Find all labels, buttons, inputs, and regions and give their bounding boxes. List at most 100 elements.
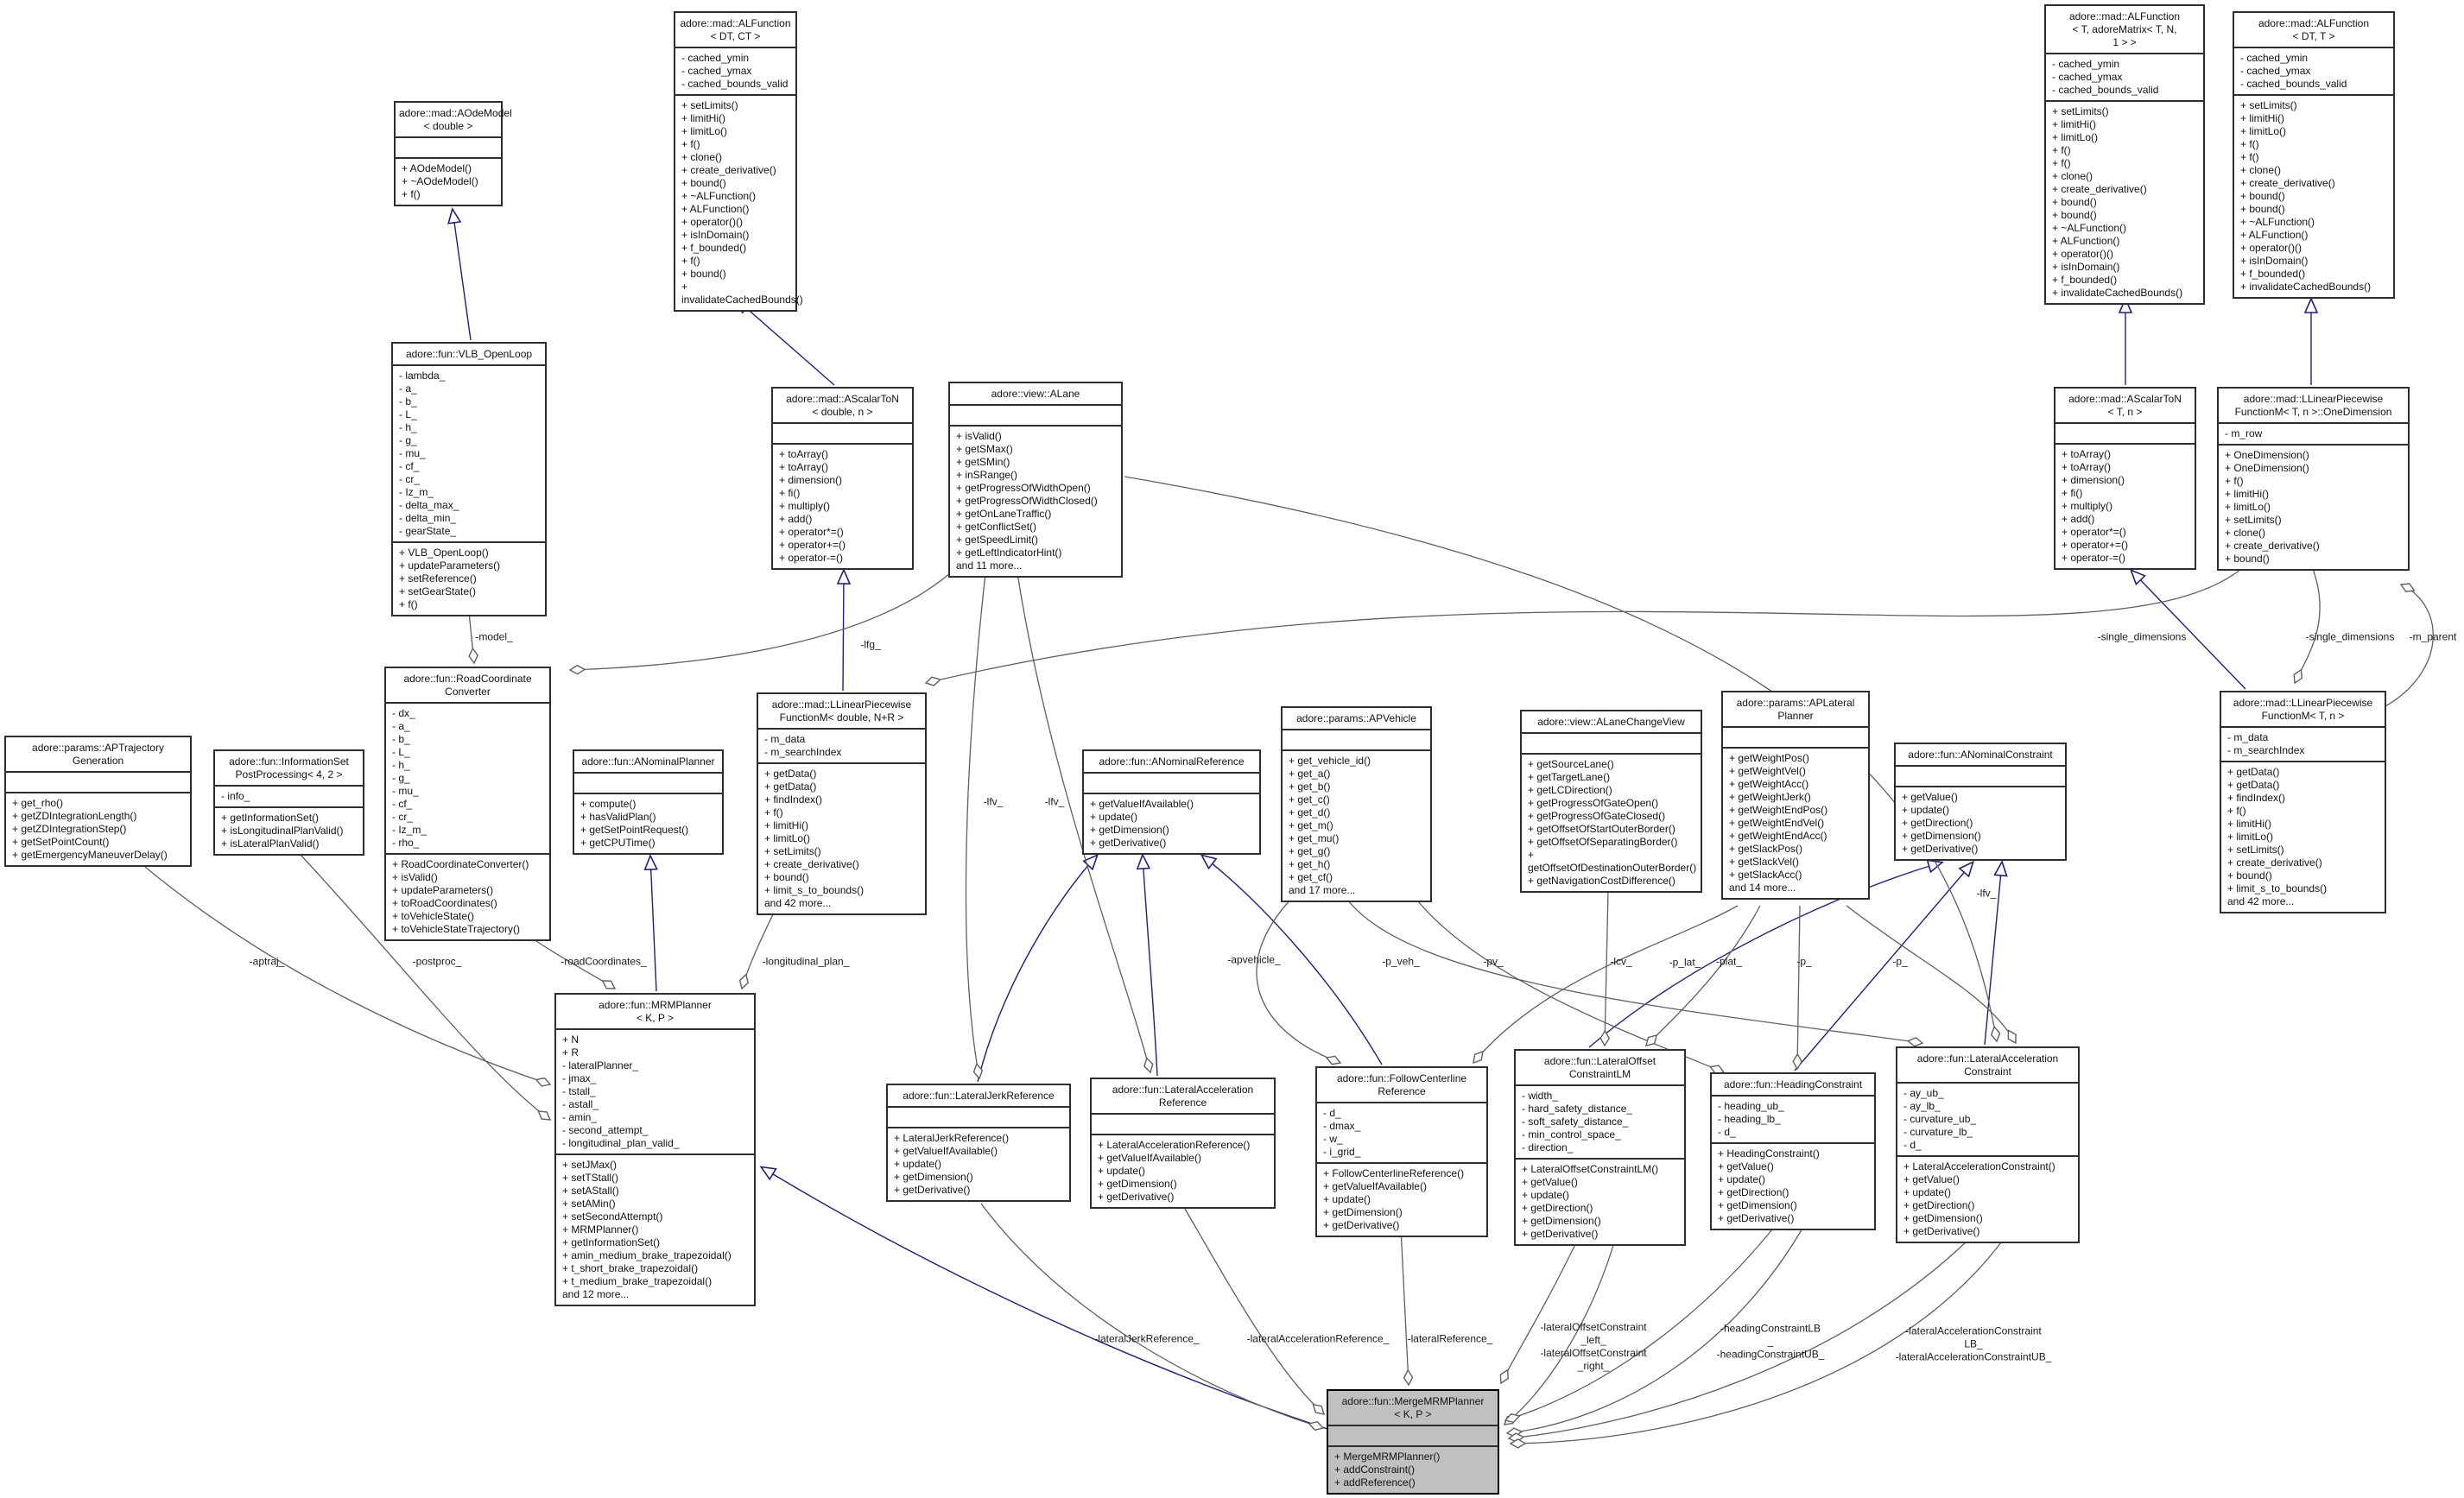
class-anominal_constraint[interactable]: adore::fun::ANominalConstraint+ getValue… <box>1894 743 2067 861</box>
class-method: + create_derivative() <box>2052 183 2147 195</box>
class-method: + limitHi() <box>2052 118 2096 130</box>
class-method: + hasValidPlan() <box>580 811 656 823</box>
edge-label-line: -postproc_ <box>412 955 462 968</box>
class-method: + getProgressOfWidthOpen() <box>956 482 1091 494</box>
class-method: + findIndex() <box>2227 792 2286 804</box>
class-method: + getOnLaneTraffic() <box>956 508 1052 520</box>
class-title-line: adore::view::ALane <box>991 388 1080 400</box>
class-method: + getSlackVel() <box>1729 856 1800 868</box>
edge-inheritance-vlb_openloop-to-aode_model <box>453 210 472 341</box>
class-anominal_planner[interactable]: adore::fun::ANominalPlanner+ compute()+ … <box>573 749 724 855</box>
edge-label-lfg: -lfg_ <box>860 639 880 652</box>
class-attribute: - curvature_ub_ <box>1903 1113 1977 1125</box>
class-attribute: - h_ <box>399 421 417 433</box>
class-attributes: - m_data- m_searchIndex <box>2221 728 2385 762</box>
class-method: + getWeightJerk() <box>1729 791 1811 803</box>
edge-label-line: -p_veh_ <box>1382 955 1420 968</box>
class-attribute: - cached_bounds_valid <box>2052 84 2159 96</box>
class-mrm_planner[interactable]: adore::fun::MRMPlanner< K, P >+ N+ R- la… <box>554 993 756 1306</box>
class-method: + getData() <box>764 768 817 780</box>
class-attributes <box>1723 728 1868 749</box>
class-ascalarton_double_n[interactable]: adore::mad::AScalarToN< double, n >+ toA… <box>771 387 914 570</box>
class-alane[interactable]: adore::view::ALane+ isValid()+ getSMax()… <box>948 382 1123 578</box>
class-method: + operator-=() <box>2062 552 2126 564</box>
class-method: + operator+=() <box>2062 539 2129 551</box>
class-methods: + AOdeModel()+ ~AOdeModel()+ f() <box>396 159 501 205</box>
class-method: + getDerivative() <box>1718 1212 1795 1224</box>
class-method: + clone() <box>2225 527 2266 539</box>
class-method: + add() <box>779 513 813 525</box>
class-attribute: - cr_ <box>392 811 413 823</box>
class-attribute: - w_ <box>1323 1133 1343 1145</box>
class-title: adore::mad::AScalarToN< T, n > <box>2055 389 2195 424</box>
class-methods: + LateralAccelerationReference()+ getVal… <box>1092 1135 1274 1207</box>
edge-label-roadcoords: -roadCoordinates_ <box>561 956 646 969</box>
class-title-line: Converter <box>445 686 491 698</box>
class-title-line: adore::params::APVehicle <box>1296 712 1416 724</box>
class-title-line: < K, P > <box>1394 1408 1432 1420</box>
class-method: and 12 more... <box>562 1288 630 1300</box>
class-vlb_openloop[interactable]: adore::fun::VLB_OpenLoop- lambda_- a_- b… <box>391 342 547 616</box>
class-alanechangeview[interactable]: adore::view::ALaneChangeView+ getSourceL… <box>1520 710 1702 893</box>
edge-aggregation-llpf_onedimension-to-llpf_t_n <box>2295 568 2321 683</box>
class-method: + setTStall() <box>562 1172 619 1184</box>
class-method: + setLimits() <box>2225 514 2282 526</box>
class-title-line: adore::mad::LLinearPiecewise <box>2233 697 2373 709</box>
class-ascalarton_t_n[interactable]: adore::mad::AScalarToN< T, n >+ toArray(… <box>2054 387 2196 570</box>
class-title-line: 1 > > <box>2112 36 2137 48</box>
class-attributes: - m_data- m_searchIndex <box>758 730 925 764</box>
class-attribute: - lateralPlanner_ <box>562 1059 639 1071</box>
class-apvehicle[interactable]: adore::params::APVehicle+ get_vehicle_id… <box>1281 706 1432 902</box>
class-method: + get_c() <box>1289 793 1330 806</box>
class-merge_mrm_planner[interactable]: adore::fun::MergeMRMPlanner< K, P >+ Mer… <box>1327 1389 1499 1495</box>
class-method: + getData() <box>2227 779 2280 791</box>
class-lateral_jerk_reference[interactable]: adore::fun::LateralJerkReference+ Latera… <box>886 1084 1071 1202</box>
class-method: + dimension() <box>2062 474 2125 486</box>
class-method: + create_derivative() <box>2240 177 2335 189</box>
class-alfunction_dt_ct[interactable]: adore::mad::ALFunction< DT, CT >- cached… <box>674 11 803 312</box>
edge-inheritance-lateral_jerk_reference-to-anominal_reference <box>977 856 1097 1083</box>
class-method: + getData() <box>2227 766 2280 778</box>
class-method: and 14 more... <box>1729 882 1796 894</box>
class-method: + LateralAccelerationReference() <box>1098 1139 1251 1151</box>
class-title-line: adore::fun::LateralAcceleration <box>1112 1084 1254 1096</box>
class-method: + isValid() <box>392 871 438 883</box>
edge-label-line: -lateralOffsetConstraint <box>1540 1321 1647 1333</box>
class-method: + getWeightVel() <box>1729 765 1806 777</box>
class-method: + VLB_OpenLoop() <box>399 547 489 559</box>
class-title-line: adore::fun::RoadCoordinate <box>403 673 532 685</box>
edge-label-line: -apvehicle_ <box>1227 953 1281 966</box>
class-method: + updateParameters() <box>399 559 501 572</box>
class-attribute: - mu_ <box>399 447 426 459</box>
class-methods: + VLB_OpenLoop()+ updateParameters()+ se… <box>393 543 545 615</box>
class-anominal_reference[interactable]: adore::fun::ANominalReference+ getValueI… <box>1082 749 1261 855</box>
class-heading_constraint[interactable]: adore::fun::HeadingConstraint- heading_u… <box>1710 1072 1876 1230</box>
edge-label-line: -roadCoordinates_ <box>561 955 647 968</box>
class-alfunction_dt_t[interactable]: adore::mad::ALFunction< DT, T >- cached_… <box>2233 11 2395 299</box>
class-title-line: Constraint <box>1964 1065 2011 1078</box>
class-title-line: adore::fun::ANominalReference <box>1099 755 1245 768</box>
class-methods: + isValid()+ getSMax()+ getSMin()+ inSRa… <box>950 427 1121 576</box>
class-attribute: - cached_ymin <box>681 52 750 64</box>
class-method: + limit_s_to_bounds() <box>764 884 865 896</box>
edge-aggregation-lateral_acceleration_reference-to-merge_mrm_planner <box>1184 1208 1324 1414</box>
class-title: adore::fun::ANominalConstraint <box>1896 744 2065 767</box>
class-method: + getDimension() <box>1903 1212 1983 1224</box>
class-alfunction_t_adorematrix[interactable]: adore::mad::ALFunction< T, adoreMatrix< … <box>2044 4 2205 305</box>
class-aode_model[interactable]: adore::mad::AOdeModel< double >+ AOdeMod… <box>394 101 512 206</box>
class-attribute: + R <box>562 1046 580 1059</box>
class-methods: + FollowCenterlineReference()+ getValueI… <box>1317 1164 1486 1236</box>
class-method: + ~ALFunction() <box>2240 216 2315 228</box>
class-attribute: - dmax_ <box>1323 1120 1361 1132</box>
